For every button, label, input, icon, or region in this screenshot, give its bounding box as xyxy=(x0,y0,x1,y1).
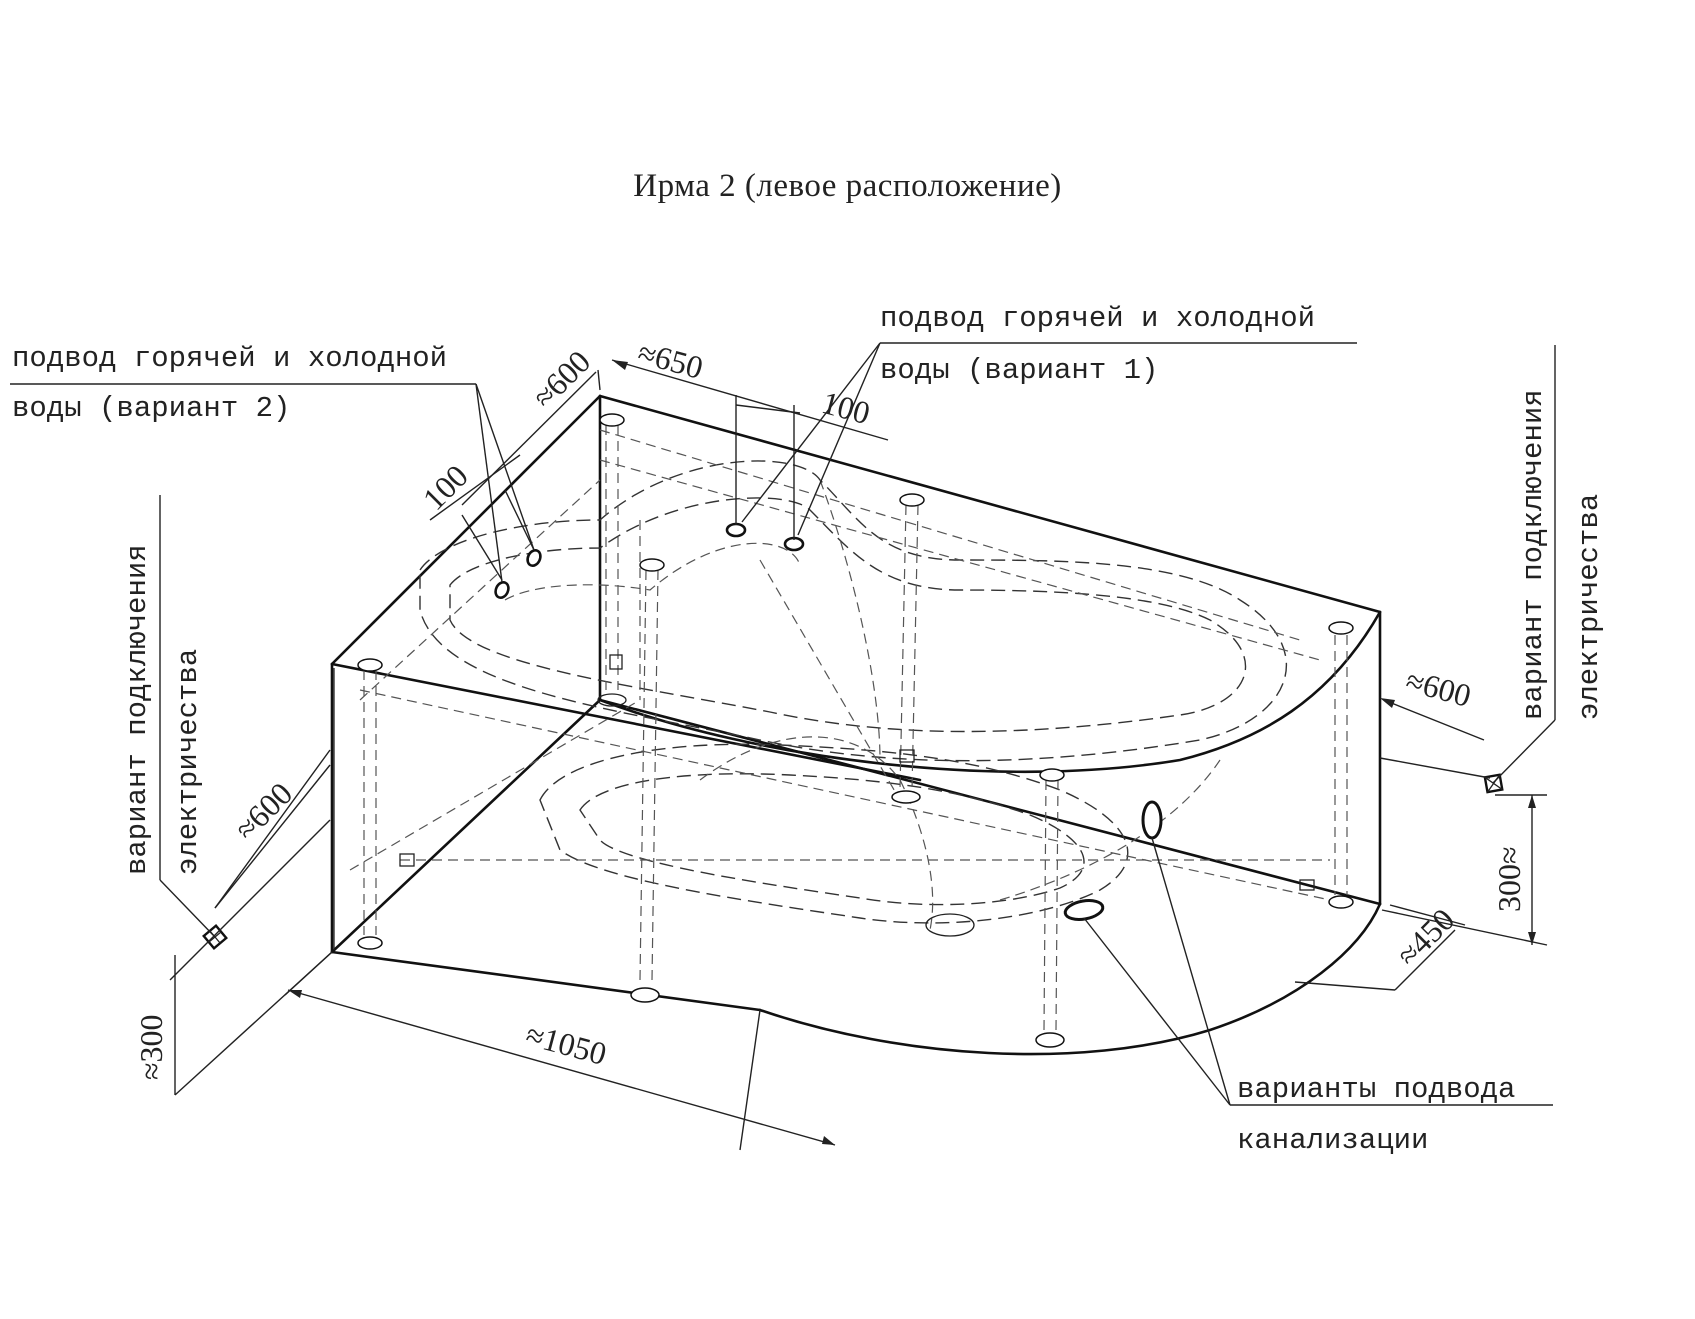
elec-left-label-line1: вариант подключения xyxy=(121,544,154,875)
drain-label-line2: канализации xyxy=(1237,1124,1428,1157)
dim-450: ≈450 xyxy=(1389,901,1461,973)
water-v2-label-line2: воды (вариант 2) xyxy=(12,392,290,425)
drain-label-line1: варианты подвода xyxy=(1237,1073,1515,1106)
leg-2 xyxy=(630,558,665,1003)
leg-5 xyxy=(1328,621,1354,909)
dim-300-left: ≈300 xyxy=(133,1014,169,1080)
leg-4 xyxy=(1035,768,1065,1048)
leg-3 xyxy=(891,493,925,804)
dim-300-right: 300≈ xyxy=(1491,846,1527,912)
dim-600-top: ≈600 xyxy=(525,343,597,415)
diagram-title: Ирма 2 (левое расположение) xyxy=(633,168,1062,204)
dim-100-left: 100 xyxy=(415,458,474,517)
dim-600-left: ≈600 xyxy=(227,775,299,847)
dim-650: ≈650 xyxy=(634,334,707,386)
dim-100-top: 100 xyxy=(818,384,874,431)
dim-600-right: ≈600 xyxy=(1402,662,1475,714)
elec-right-label-line2: электричества xyxy=(1573,494,1606,720)
support-legs xyxy=(357,413,1354,1048)
leg-1 xyxy=(597,413,627,707)
leg-6 xyxy=(357,658,383,950)
water-v1-label-line2: воды (вариант 1) xyxy=(880,354,1158,387)
hidden-bowl-lines xyxy=(349,429,1331,931)
dimension-lines xyxy=(10,342,1556,1151)
dim-1050: ≈1050 xyxy=(522,1016,610,1072)
elec-left-label-line2: электричества xyxy=(172,649,205,875)
water-v1-label-line1: подвод горячей и холодной xyxy=(880,302,1315,335)
elec-right-label-line1: вариант подключения xyxy=(1517,389,1550,720)
connection-holes xyxy=(494,522,1163,937)
annotations: подвод горячей и холодной воды (вариант … xyxy=(12,302,1606,1157)
water-v2-label-line1: подвод горячей и холодной xyxy=(12,342,447,375)
